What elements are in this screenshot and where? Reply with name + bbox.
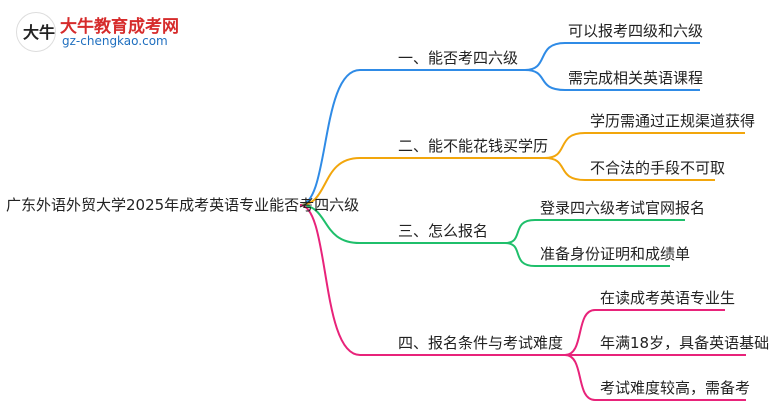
edge-b1-c2: [524, 69, 566, 91]
branch-1-leaf-1: 可以报考四级和六级: [568, 22, 704, 40]
branch-4-leaf-2: 年满18岁，具备英语基础: [600, 334, 769, 352]
branch-1-leaf-2: 需完成相关英语课程: [568, 69, 704, 87]
branch-2-leaf-1: 学历需通过正规渠道获得: [590, 112, 756, 130]
logo-title: 大牛教育成考网: [60, 17, 179, 37]
edge-b3-c1: [504, 219, 536, 244]
edge-b3-c2: [504, 242, 536, 267]
branch-4-leaf-1: 在读成考英语专业生: [600, 289, 736, 307]
site-logo[interactable]: 大牛 大牛教育成考网 gz-chengkao.com: [6, 10, 186, 54]
root-node: 广东外语外贸大学2025年成考英语专业能否考四六级: [6, 196, 360, 214]
branch-2-leaf-2: 不合法的手段不可取: [590, 159, 726, 177]
logo-mark-text: 大牛: [23, 23, 56, 42]
branch-4-leaf-3: 考试难度较高，需备考: [600, 379, 751, 397]
edge-b1-c1: [524, 42, 566, 71]
mindmap-edges: [299, 42, 746, 401]
branch-3-label: 三、怎么报名: [398, 222, 489, 240]
edge-b4-c3: [564, 354, 596, 401]
edge-b4-c1: [564, 309, 596, 356]
edge-root-branch-3: [299, 204, 361, 244]
edge-root-branch-1: [299, 69, 361, 206]
logo-url: gz-chengkao.com: [62, 34, 168, 48]
logo-mark-icon: 大牛: [16, 12, 56, 52]
branch-2-label: 二、能不能花钱买学历: [398, 137, 549, 155]
branch-3-leaf-1: 登录四六级考试官网报名: [540, 199, 706, 217]
edge-b2-c2: [544, 157, 586, 181]
edge-root-branch-4: [299, 204, 361, 356]
branch-4-label: 四、报名条件与考试难度: [398, 334, 564, 352]
branch-3-leaf-2: 准备身份证明和成绩单: [540, 245, 691, 263]
branch-1-label: 一、能否考四六级: [398, 49, 519, 67]
edge-root-branch-2: [299, 157, 361, 206]
edge-b2-c1: [544, 132, 586, 159]
